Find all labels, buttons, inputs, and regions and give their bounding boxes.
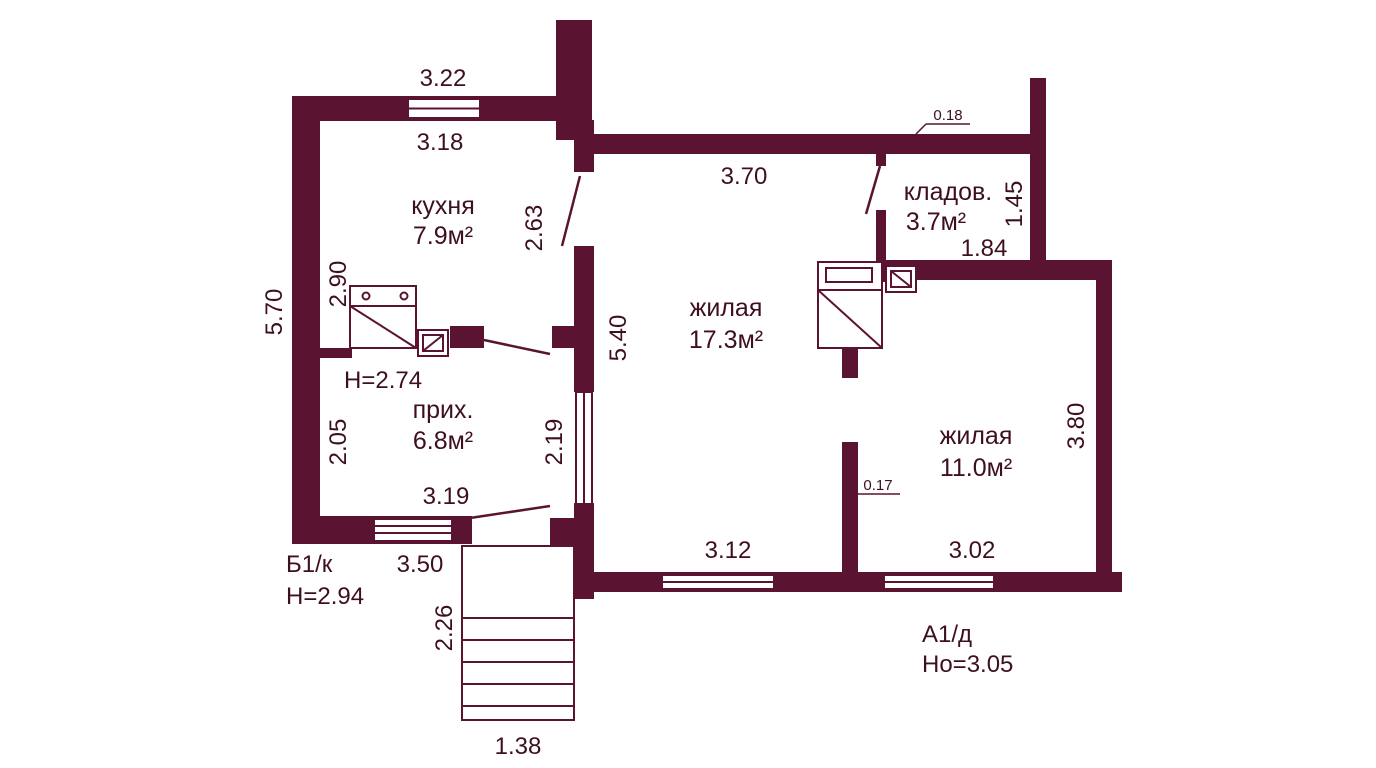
dim-hall-left: 2.05 [325, 419, 352, 466]
room-hall-area: 6.8м² [413, 427, 473, 455]
window-living1 [661, 574, 775, 590]
wall-shared-4 [574, 348, 594, 392]
window-kitchen [407, 98, 481, 119]
wall-top-right-stub [1030, 78, 1046, 266]
dim-storage-bottom: 1.84 [961, 235, 1008, 262]
leader-lines [858, 123, 970, 495]
door-kitchen [560, 175, 582, 247]
room-living1-area: 17.3м² [689, 326, 763, 354]
door-entrance [469, 504, 551, 520]
dim-overall-left: 5.70 [261, 289, 288, 336]
wall-living-partition [842, 442, 858, 582]
dim-hall-bottom: 3.19 [423, 483, 470, 510]
dim-kitchen-top-outer: 3.22 [420, 65, 467, 92]
dim-living2-bottom: 3.02 [949, 537, 996, 564]
wall-storage-1 [876, 150, 886, 166]
dim-stairs-width: 1.38 [495, 733, 542, 760]
note-ceiling-inner: Н=2.74 [344, 367, 422, 394]
room-living2-area: 11.0м² [940, 454, 1012, 482]
fixtures [349, 261, 917, 357]
room-labels: кухня 7.9м² прих. 6.8м² жилая 17.3м² жил… [411, 178, 1012, 482]
door-kitchen-hall [483, 338, 551, 356]
room-storage-area: 3.7м² [906, 208, 966, 236]
room-kitchen-area: 7.9м² [413, 222, 473, 250]
room-living2-name: жилая [940, 422, 1013, 450]
wall-storage-bottom [876, 260, 1112, 280]
wall-storage-2 [876, 210, 886, 282]
room-kitchen-name: кухня [411, 192, 475, 220]
wall-pillar [842, 348, 858, 378]
wall-west-left [292, 96, 320, 544]
room-hall-name: прих. [413, 396, 474, 424]
room-living1-name: жилая [690, 294, 763, 322]
wall-east-right [1096, 260, 1112, 590]
sink-kitchen [417, 329, 449, 357]
wall-shared-6 [550, 518, 594, 546]
dim-kitchen-left: 2.90 [325, 261, 352, 308]
doors [469, 165, 882, 520]
note-a1-height: Но=3.05 [922, 651, 1013, 678]
dim-kitchen-top-inner: 3.18 [417, 129, 464, 156]
dim-living2-right: 3.80 [1063, 403, 1090, 450]
wall-stove-block [450, 326, 484, 348]
dim-storage-right: 1.45 [1001, 181, 1028, 228]
plan-notes: Н=2.74 Б1/к Н=2.94 А1/д Но=3.05 [286, 367, 1013, 678]
dim-living1-bottom: 3.12 [705, 537, 752, 564]
window-hall [373, 518, 453, 542]
room-storage-name: кладов. [904, 178, 992, 206]
stove-kitchen [349, 285, 417, 349]
dim-kitchen-right: 2.63 [521, 205, 548, 252]
door-storage [864, 165, 882, 215]
note-b1-label: Б1/к [286, 551, 333, 578]
stairs [461, 545, 575, 721]
wall-central-top [574, 134, 1044, 154]
dim-wall-thickness-top: 0.18 [933, 107, 962, 124]
window-living2 [883, 574, 995, 590]
dim-living1-left: 5.40 [605, 315, 632, 362]
wall-shared-2 [574, 246, 594, 326]
note-a1-label: А1/д [922, 621, 972, 648]
windows [373, 98, 995, 590]
note-b1-height: Н=2.94 [286, 583, 364, 610]
dim-entrance-width: 3.50 [397, 551, 444, 578]
wall-kitchen-hall [320, 348, 352, 358]
dim-stairs-length: 2.26 [431, 605, 458, 652]
stove-living [817, 261, 883, 349]
window-hall-side [575, 391, 593, 505]
wall-shared-3 [552, 326, 594, 348]
dimension-labels: 3.22 3.18 3.70 0.18 1.84 3.19 3.50 3.12 … [261, 65, 1090, 760]
boiler-living [885, 265, 917, 293]
dim-partition-thickness: 0.17 [863, 477, 892, 494]
dim-hall-right: 2.19 [541, 419, 568, 466]
dim-living1-top: 3.70 [721, 163, 768, 190]
